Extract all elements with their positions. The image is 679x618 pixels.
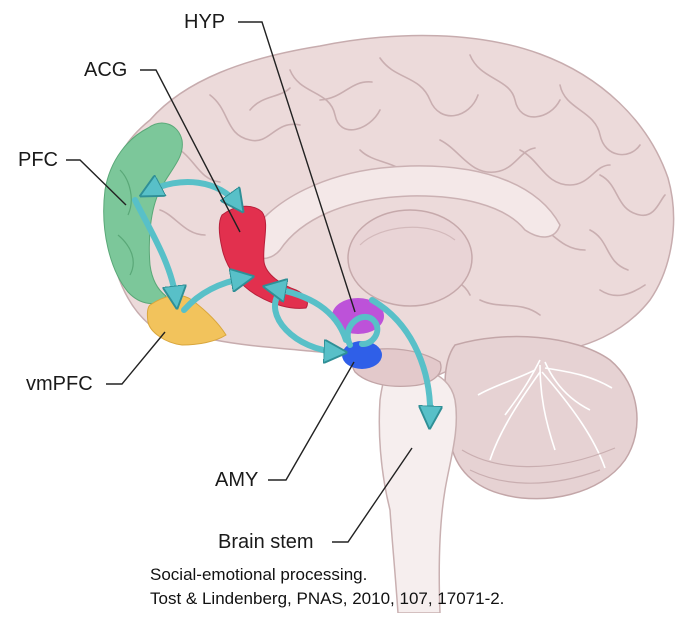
label-vmpfc: vmPFC — [26, 374, 93, 394]
label-acg: ACG — [84, 60, 127, 80]
caption-line-2: Tost & Lindenberg, PNAS, 2010, 107, 1707… — [150, 590, 504, 607]
label-hyp: HYP — [184, 12, 225, 32]
leader-vmpfc — [106, 332, 165, 384]
thalamus — [348, 210, 472, 306]
label-amy: AMY — [215, 470, 258, 490]
cerebellum — [445, 337, 637, 499]
label-brain-stem: Brain stem — [218, 532, 314, 552]
caption-line-1: Social-emotional processing. — [150, 566, 367, 583]
leader-amy — [268, 362, 354, 480]
brain-stem — [379, 367, 456, 613]
label-pfc: PFC — [18, 150, 58, 170]
